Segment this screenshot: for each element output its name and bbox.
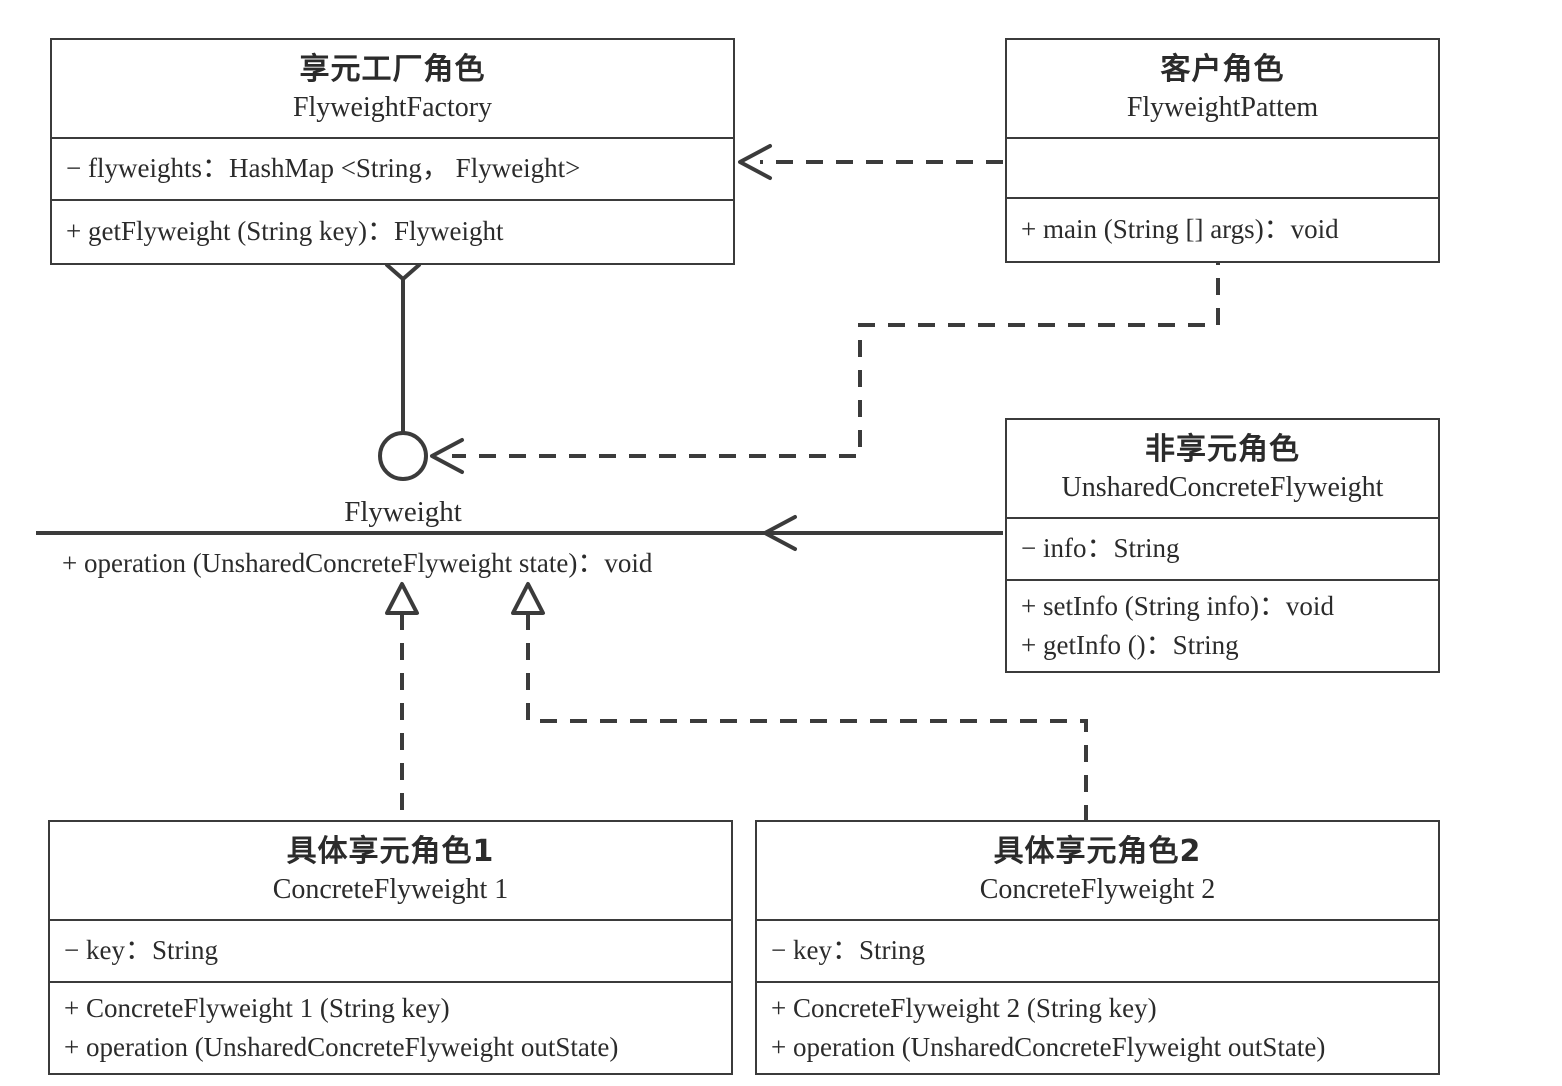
class-operations: + ConcreteFlyweight 2 (String key) + ope… [757,983,1438,1073]
operation-row: + operation (UnsharedConcreteFlyweight o… [771,1031,1326,1062]
class-role-name-cn: 具体享元角色2 [993,834,1202,869]
class-box-concrete-flyweight-1[interactable]: 具体享元角色1 ConcreteFlyweight 1 − key：String… [48,820,733,1075]
class-box-flyweight-factory[interactable]: 享元工厂角色 FlyweightFactory − flyweights：Has… [50,38,735,265]
operation-row: + getInfo ()：String [1021,629,1239,660]
class-role-name-cn: 非享元角色 [1145,432,1300,467]
class-name-en: ConcreteFlyweight 1 [272,873,509,905]
class-attributes: − key：String [50,921,731,983]
class-box-unshared-concrete-flyweight[interactable]: 非享元角色 UnsharedConcreteFlyweight − info：S… [1005,418,1440,673]
attribute-row: − flyweights：HashMap <String， Flyweight> [66,153,581,184]
operation-row: + ConcreteFlyweight 1 (String key) [64,992,450,1023]
class-role-name-cn: 享元工厂角色 [299,52,486,87]
class-operations: + getFlyweight (String key)：Flyweight [52,201,733,263]
class-header: 非享元角色 UnsharedConcreteFlyweight [1007,420,1438,519]
class-name-en: FlyweightPattem [1126,91,1319,123]
class-attributes: − key：String [757,921,1438,983]
class-role-name-cn: 具体享元角色1 [286,834,495,869]
attribute-row: − key：String [64,935,218,966]
class-attributes: − flyweights：HashMap <String， Flyweight> [52,139,733,201]
interface-name-label: Flyweight [344,496,462,528]
class-box-concrete-flyweight-2[interactable]: 具体享元角色2 ConcreteFlyweight 2 − key：String… [755,820,1440,1075]
attribute-row: − info：String [1021,533,1180,564]
attribute-row: − key：String [771,935,925,966]
class-header: 客户角色 FlyweightPattem [1007,40,1438,139]
class-operations: + ConcreteFlyweight 1 (String key) + ope… [50,983,731,1073]
class-operations: + main (String [] args)：void [1007,199,1438,261]
class-name-en: ConcreteFlyweight 2 [979,873,1216,905]
operation-row: + ConcreteFlyweight 2 (String key) [771,992,1157,1023]
class-header: 具体享元角色1 ConcreteFlyweight 1 [50,822,731,921]
class-role-name-cn: 客户角色 [1160,52,1285,87]
operation-row: + main (String [] args)：void [1021,214,1339,245]
class-header: 享元工厂角色 FlyweightFactory [52,40,733,139]
class-attributes: − info：String [1007,519,1438,581]
class-box-client[interactable]: 客户角色 FlyweightPattem + main (String [] a… [1005,38,1440,263]
interface-operation-row: + operation (UnsharedConcreteFlyweight s… [62,548,653,578]
class-attributes [1007,139,1438,199]
class-operations: + setInfo (String info)：void + getInfo (… [1007,581,1438,671]
operation-row: + operation (UnsharedConcreteFlyweight o… [64,1031,619,1062]
operation-row: + getFlyweight (String key)：Flyweight [66,216,504,247]
class-header: 具体享元角色2 ConcreteFlyweight 2 [757,822,1438,921]
class-name-en: UnsharedConcreteFlyweight [1061,471,1384,503]
operation-row: + setInfo (String info)：void [1021,590,1334,621]
class-name-en: FlyweightFactory [292,91,493,123]
